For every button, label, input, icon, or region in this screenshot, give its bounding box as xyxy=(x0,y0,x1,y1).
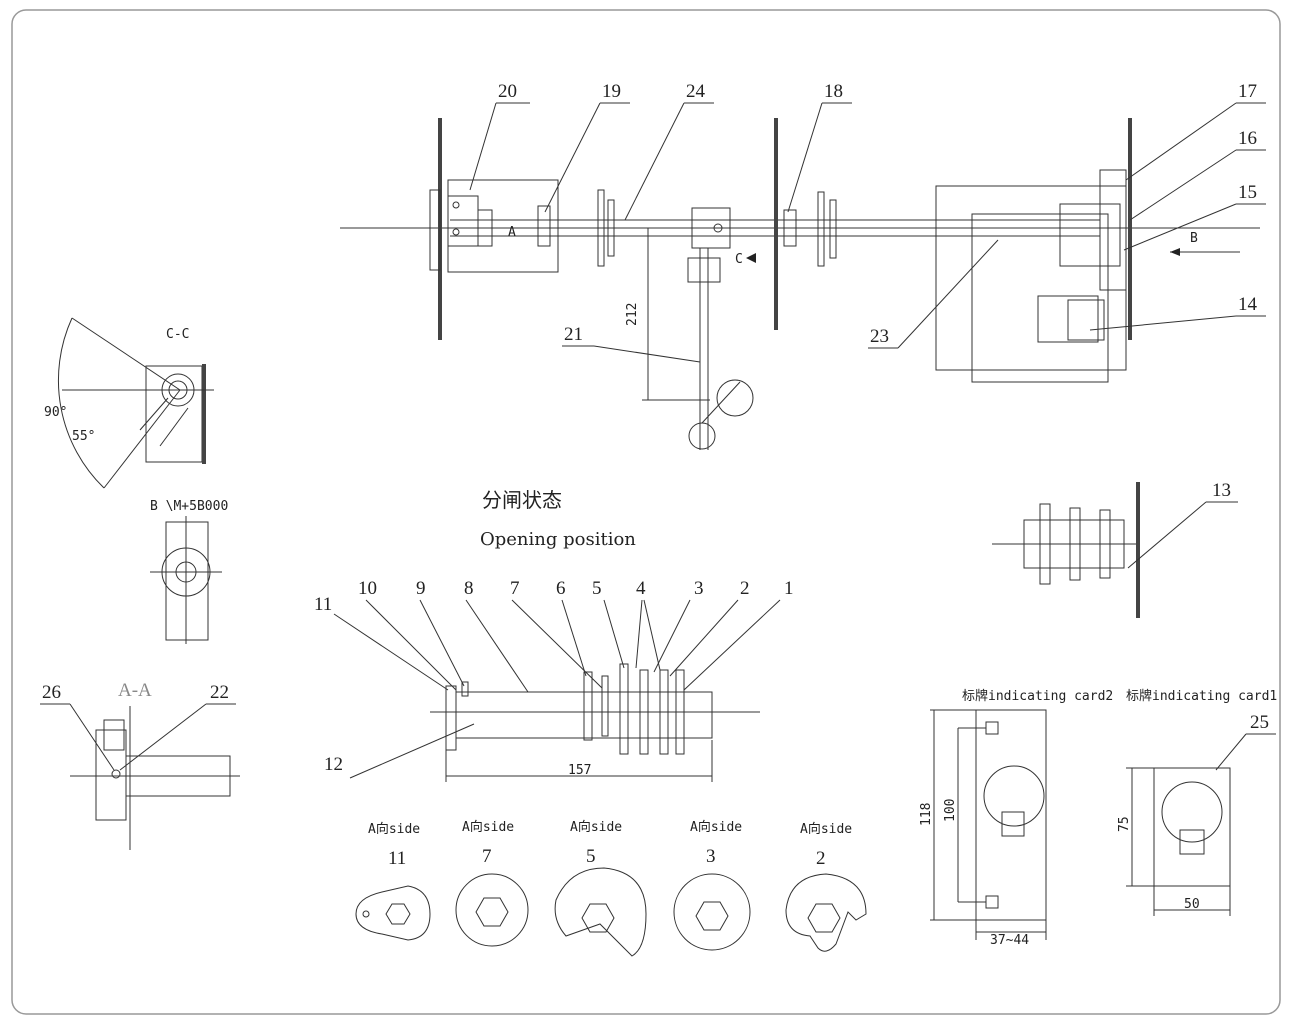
cam-side-3: A向side xyxy=(690,819,742,835)
card2-label: 标牌indicating card2 xyxy=(962,688,1113,704)
dim-37-44: 37~44 xyxy=(990,933,1029,948)
part-label-3: 3 xyxy=(694,578,704,599)
dim-157: 157 xyxy=(568,763,591,778)
section-a-a: A-A 26 22 xyxy=(40,680,240,850)
dim-75: 75 xyxy=(1117,816,1132,832)
cam-shaft-assembly: 157 xyxy=(430,663,760,782)
cam-num-7: 7 xyxy=(482,846,492,867)
part-label-12: 12 xyxy=(324,754,343,775)
angle-55: 55° xyxy=(72,429,95,444)
section-c-c: C-C 90° 55° xyxy=(44,317,214,489)
part-label-14: 14 xyxy=(1238,294,1258,315)
arrow-b-label: B xyxy=(1190,231,1198,246)
dim-50: 50 xyxy=(1184,897,1200,912)
part-label-5: 5 xyxy=(592,578,602,599)
section-c-c-label: C-C xyxy=(166,327,189,342)
arrow-c-icon xyxy=(746,253,756,263)
card1-label: 标牌indicating card1 xyxy=(1126,688,1277,704)
main-shaft-assembly xyxy=(340,118,1260,383)
part-label-8: 8 xyxy=(464,578,474,599)
cam-num-3: 3 xyxy=(706,846,716,867)
part-label-19: 19 xyxy=(602,81,621,102)
cam-num-5: 5 xyxy=(586,846,596,867)
cam-side-5: A向side xyxy=(570,819,622,835)
cam-profiles: A向side 11 A向side 7 A向side 5 A向side 3 A向s… xyxy=(355,819,867,957)
part-label-18: 18 xyxy=(824,81,843,102)
cam-side-11: A向side xyxy=(368,821,420,837)
part-label-7: 7 xyxy=(510,578,520,599)
cam-side-7: A向side xyxy=(462,819,514,835)
part-label-9: 9 xyxy=(416,578,426,599)
part-label-10: 10 xyxy=(358,578,377,599)
part-label-16: 16 xyxy=(1238,128,1257,149)
part-label-24: 24 xyxy=(686,81,706,102)
cam-num-11: 11 xyxy=(388,848,406,869)
dim-100: 100 xyxy=(943,799,958,822)
view-b-label: B \M+5B000 xyxy=(150,499,228,514)
part-label-25: 25 xyxy=(1250,712,1269,733)
indicating-card-2: 标牌indicating card2 118 100 37~44 xyxy=(919,688,1113,948)
dim-212: 212 xyxy=(625,303,640,326)
angle-90: 90° xyxy=(44,405,67,420)
title-cn: 分闸状态 xyxy=(482,488,562,512)
title-en: Opening position xyxy=(480,529,636,550)
view-b: B \M+5B000 xyxy=(150,499,228,644)
part-label-21: 21 xyxy=(564,324,583,345)
arrow-a-label: A xyxy=(508,225,516,240)
dim-118: 118 xyxy=(919,803,934,826)
part-label-6: 6 xyxy=(556,578,566,599)
part-label-23: 23 xyxy=(870,326,889,347)
part-label-1: 1 xyxy=(784,578,794,599)
part-label-15: 15 xyxy=(1238,182,1257,203)
part-label-20: 20 xyxy=(498,81,517,102)
section-a-a-label: A-A xyxy=(118,680,152,701)
part-label-2: 2 xyxy=(740,578,750,599)
cam-num-2: 2 xyxy=(816,848,826,869)
part-label-13: 13 xyxy=(1212,480,1231,501)
part-label-22: 22 xyxy=(210,682,229,703)
part-label-26: 26 xyxy=(42,682,61,703)
part-label-11: 11 xyxy=(314,594,332,615)
top-part-labels: 20 19 24 18 17 16 15 14 23 21 xyxy=(469,81,1266,363)
arrow-c-label: C xyxy=(735,252,743,267)
arrow-b-icon xyxy=(1170,248,1180,256)
part-13-view: 13 xyxy=(992,480,1238,618)
link-rod-assembly xyxy=(642,228,754,450)
part-label-4: 4 xyxy=(636,578,646,599)
indicating-card-1: 标牌indicating card1 75 50 25 xyxy=(1117,688,1277,916)
part-label-17: 17 xyxy=(1238,81,1257,102)
drawing-border xyxy=(11,9,1281,1015)
cam-side-2: A向side xyxy=(800,821,852,837)
cam-part-labels: 1 2 3 4 5 6 7 8 9 10 11 12 xyxy=(314,578,794,779)
